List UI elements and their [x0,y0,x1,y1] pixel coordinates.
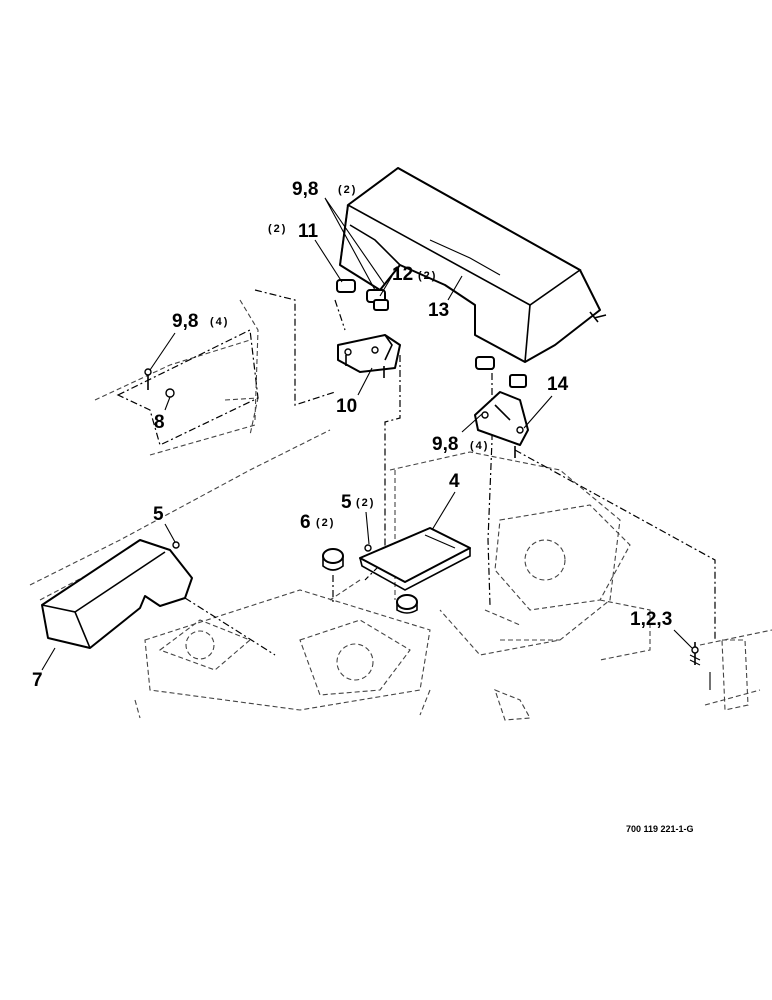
drawing-number: 700 119 221-1-G [626,824,694,834]
callout-5-mid: 5 [341,492,352,513]
callout-9-8-left: 9,8 [172,311,198,332]
callout-10: 10 [336,396,357,417]
callout-9-8-top-qty: (2) [338,184,357,196]
bolt-part-1-2-3 [689,639,749,711]
callout-11: 11 [298,221,319,242]
shield-part-13 [339,167,607,363]
callout-14: 14 [547,374,569,395]
machine-frame-phantom [29,299,772,721]
callout-9-8-left-qty: (4) [210,316,229,328]
plate-part-4 [359,527,471,591]
callout-13: 13 [428,300,449,321]
callout-9-8-right-qty: (4) [470,440,489,452]
callout-8: 8 [154,412,165,433]
callout-labels: 9,8 (2) (2) 11 12 (2) 13 9,8 (4) 8 10 14… [32,179,693,691]
callout-4: 4 [449,471,460,492]
callout-12-qty: (2) [418,270,437,282]
callout-6: 6 [300,512,311,533]
callout-5-left: 5 [153,504,164,525]
callout-9-8-top: 9,8 [292,179,318,200]
bracket-part-14 [474,391,529,458]
cover-part-7 [41,539,193,649]
callout-6-qty: (2) [316,517,335,529]
knobs-part-6 [322,548,418,614]
side-panel-left [116,329,259,446]
callout-11-qty: (2) [268,223,287,235]
callout-1-2-3: 1,2,3 [630,609,672,630]
callout-9-8-right: 9,8 [432,434,458,455]
callout-5-mid-qty: (2) [356,497,375,509]
bracket-part-10 [337,334,401,378]
callout-12: 12 [392,264,413,285]
callout-7: 7 [32,670,43,691]
clips-part-12 [336,279,527,388]
